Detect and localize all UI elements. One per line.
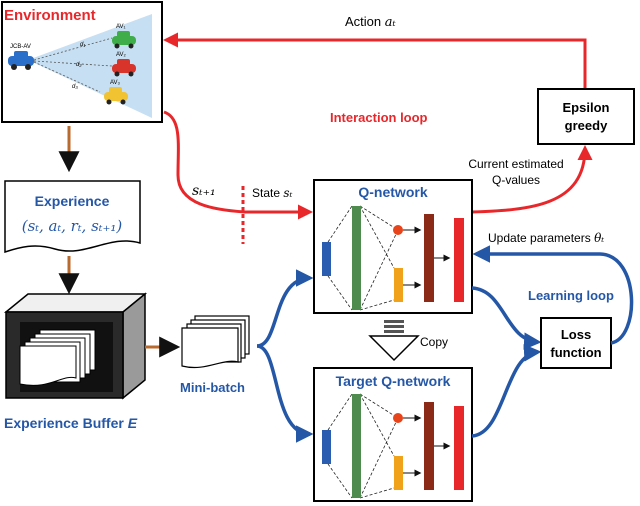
learning-loop-label: Learning loop: [528, 288, 614, 303]
copy-label: Copy: [420, 335, 448, 349]
q-network-graph: [322, 205, 464, 311]
action-arrow: [163, 32, 587, 88]
state-label: State sₜ: [252, 186, 293, 200]
update-arrow: [472, 245, 634, 345]
target-to-loss-arrow: [471, 344, 542, 438]
experience-buffer-cube: [3, 292, 148, 400]
interaction-loop-label: Interaction loop: [330, 110, 428, 125]
epsilon-greedy-box: Epsilon greedy: [537, 88, 635, 145]
experience-tuple: (sₜ, aₜ, rₜ, sₜ₊₁): [22, 217, 123, 235]
action-label: Action aₜ: [345, 14, 397, 30]
av2-label: AV₂: [116, 52, 127, 58]
s-next-label: sₜ₊₁: [192, 183, 216, 199]
av3-label: AV₃: [110, 80, 121, 86]
d3-label: d₃: [72, 84, 78, 90]
d1-label: d₁: [80, 42, 85, 48]
av1-label: AV₁: [116, 24, 126, 30]
experience-title: Experience: [35, 193, 110, 209]
q-to-loss-arrow: [471, 286, 542, 350]
minibatch-to-q-arrow: [256, 269, 314, 348]
minibatch-stack: [181, 315, 250, 368]
buffer-label: Experience Buffer E: [4, 415, 138, 431]
update-label: Update parameters θₜ: [488, 231, 604, 245]
target-network-box: Target Q-network: [313, 367, 473, 502]
epsilon-line1: Epsilon: [563, 100, 610, 115]
q-to-epsilon-arrow: [471, 145, 593, 214]
q-network-box: Q-network: [313, 179, 473, 314]
loss-line1: Loss: [561, 327, 591, 342]
d3-line: [33, 61, 101, 93]
copy-arrow: [368, 320, 420, 362]
ego-label: JCB-AV: [10, 44, 31, 50]
current-q-line1: Current estimated: [468, 157, 563, 171]
d2-label: d₂: [76, 62, 82, 68]
target-network-graph: [322, 393, 464, 499]
minibatch-to-target-arrow: [256, 344, 314, 443]
environment-title: Environment: [4, 7, 96, 24]
epsilon-line2: greedy: [565, 118, 608, 133]
current-q-line2: Q-values: [492, 173, 540, 187]
av1-vehicle-icon: [112, 31, 136, 49]
state-arrow: [163, 110, 313, 220]
ego-vehicle-icon: [8, 51, 34, 70]
q-network-title: Q-network: [358, 184, 427, 200]
loss-line2: function: [550, 345, 601, 360]
target-network-title: Target Q-network: [336, 373, 451, 389]
environment-box: JCB-AV d₁ d₂ d₃ AV₁ AV₂ AV₃ Environment: [1, 1, 163, 123]
experience-document: Experience (sₜ, aₜ, rₜ, sₜ₊₁): [4, 180, 141, 254]
loss-function-box: Loss function: [540, 317, 612, 369]
av3-vehicle-icon: [104, 87, 128, 105]
d1-line: [33, 37, 113, 61]
minibatch-label: Mini-batch: [180, 380, 245, 395]
d2-line: [33, 60, 113, 67]
av2-vehicle-icon: [112, 59, 136, 77]
